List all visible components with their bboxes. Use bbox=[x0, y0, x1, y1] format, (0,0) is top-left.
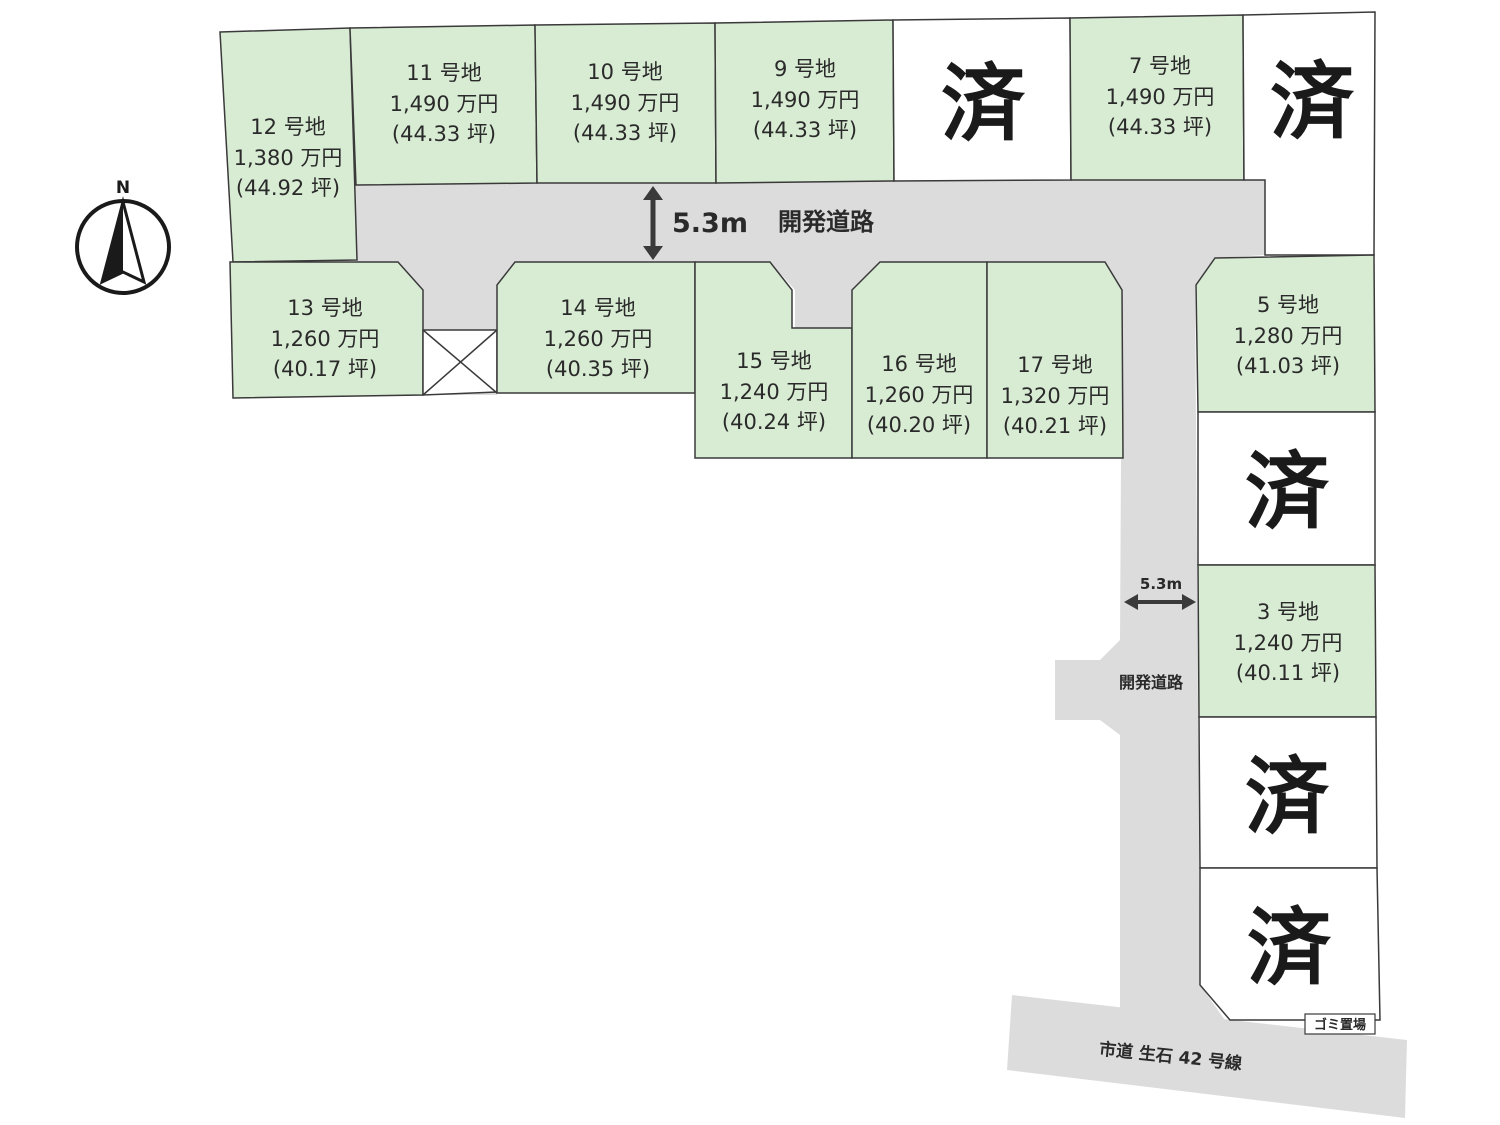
svg-text:1,240 万円: 1,240 万円 bbox=[720, 380, 829, 404]
svg-text:17 号地: 17 号地 bbox=[1017, 353, 1092, 377]
svg-text:10 号地: 10 号地 bbox=[587, 60, 662, 84]
lot-8-sold-mark: 済 bbox=[941, 55, 1026, 153]
svg-text:3 号地: 3 号地 bbox=[1257, 600, 1319, 624]
svg-text:1,260 万円: 1,260 万円 bbox=[865, 383, 974, 407]
right-column-lots bbox=[1195, 254, 1381, 1021]
svg-text:1,490 万円: 1,490 万円 bbox=[390, 92, 499, 116]
lot-12[interactable] bbox=[219, 27, 358, 263]
svg-text:(40.20 坪): (40.20 坪) bbox=[867, 413, 971, 437]
side-road-width-arrow bbox=[1124, 594, 1196, 610]
main-road-width: 5.3m bbox=[672, 208, 748, 239]
main-road-name: 開発道路 bbox=[778, 208, 875, 236]
svg-text:1,490 万円: 1,490 万円 bbox=[571, 91, 680, 115]
lot-15[interactable] bbox=[694, 261, 853, 459]
lot-17-label: 17 号地 1,320 万円 (40.21 坪) bbox=[1001, 353, 1110, 438]
middle-row-lots bbox=[229, 261, 1124, 459]
top-row-lots bbox=[219, 11, 1376, 263]
svg-text:(40.21 坪): (40.21 坪) bbox=[1003, 414, 1107, 438]
lot-15-label: 15 号地 1,240 万円 (40.24 坪) bbox=[720, 349, 829, 434]
lot-2-sold-mark: 済 bbox=[1245, 748, 1330, 846]
svg-text:1,320 万円: 1,320 万円 bbox=[1001, 384, 1110, 408]
lot-1-sold-mark: 済 bbox=[1247, 899, 1332, 997]
north-compass-icon: N bbox=[75, 178, 171, 295]
svg-text:1,490 万円: 1,490 万円 bbox=[751, 88, 860, 112]
svg-text:(40.17 坪): (40.17 坪) bbox=[273, 357, 377, 381]
svg-text:(44.33 坪): (44.33 坪) bbox=[1108, 115, 1212, 139]
lot-16-label: 16 号地 1,260 万円 (40.20 坪) bbox=[865, 352, 974, 437]
garbage-area: ゴミ置場 bbox=[1304, 1013, 1376, 1035]
lot-11-label: 11 号地 1,490 万円 (44.33 坪) bbox=[390, 61, 499, 146]
svg-text:1,490 万円: 1,490 万円 bbox=[1106, 85, 1215, 109]
svg-text:9 号地: 9 号地 bbox=[774, 57, 836, 81]
svg-text:(40.24 坪): (40.24 坪) bbox=[722, 410, 826, 434]
svg-text:15 号地: 15 号地 bbox=[736, 349, 811, 373]
svg-text:14 号地: 14 号地 bbox=[560, 296, 635, 320]
lot-14[interactable] bbox=[496, 261, 696, 394]
lot-9-label: 9 号地 1,490 万円 (44.33 坪) bbox=[751, 57, 860, 142]
lot-13-label: 13 号地 1,260 万円 (40.17 坪) bbox=[271, 296, 380, 381]
svg-text:1,280 万円: 1,280 万円 bbox=[1234, 324, 1343, 348]
svg-text:16 号地: 16 号地 bbox=[881, 352, 956, 376]
lot-7-label: 7 号地 1,490 万円 (44.33 坪) bbox=[1106, 54, 1215, 139]
svg-text:11 号地: 11 号地 bbox=[406, 61, 481, 85]
lot-16[interactable] bbox=[851, 261, 988, 459]
svg-text:(40.35 坪): (40.35 坪) bbox=[546, 357, 650, 381]
svg-text:(44.33 坪): (44.33 坪) bbox=[573, 121, 677, 145]
svg-text:13 号地: 13 号地 bbox=[287, 296, 362, 320]
lot-4-sold-mark: 済 bbox=[1245, 443, 1330, 541]
side-road-width: 5.3m bbox=[1140, 575, 1182, 593]
side-road-name: 開発道路 bbox=[1119, 673, 1184, 692]
lot-6[interactable] bbox=[1242, 11, 1376, 256]
lot-17[interactable] bbox=[986, 261, 1124, 459]
lot-14-label: 14 号地 1,260 万円 (40.35 坪) bbox=[544, 296, 653, 381]
lot-3-label: 3 号地 1,240 万円 (40.11 坪) bbox=[1234, 600, 1343, 685]
garbage-label: ゴミ置場 bbox=[1314, 1017, 1366, 1033]
city-road bbox=[1007, 995, 1407, 1118]
roads bbox=[352, 180, 1407, 1118]
svg-text:1,380 万円: 1,380 万円 bbox=[234, 146, 343, 170]
svg-text:(40.11 坪): (40.11 坪) bbox=[1236, 661, 1340, 685]
svg-text:12 号地: 12 号地 bbox=[250, 115, 325, 139]
main-development-road bbox=[352, 180, 1265, 1020]
svg-text:1,260 万円: 1,260 万円 bbox=[271, 327, 380, 351]
lot-12-label: 12 号地 1,380 万円 (44.92 坪) bbox=[234, 115, 343, 200]
lot-10-label: 10 号地 1,490 万円 (44.33 坪) bbox=[571, 60, 680, 145]
svg-text:1,240 万円: 1,240 万円 bbox=[1234, 631, 1343, 655]
svg-text:(44.33 坪): (44.33 坪) bbox=[753, 118, 857, 142]
svg-text:(41.03 坪): (41.03 坪) bbox=[1236, 354, 1340, 378]
svg-text:(44.33 坪): (44.33 坪) bbox=[392, 122, 496, 146]
lot-5-label: 5 号地 1,280 万円 (41.03 坪) bbox=[1234, 293, 1343, 378]
svg-text:5 号地: 5 号地 bbox=[1257, 293, 1319, 317]
lot-6-sold-mark: 済 bbox=[1270, 53, 1355, 151]
svg-text:(44.92 坪): (44.92 坪) bbox=[236, 176, 340, 200]
svg-text:1,260 万円: 1,260 万円 bbox=[544, 327, 653, 351]
svg-text:7 号地: 7 号地 bbox=[1129, 54, 1191, 78]
main-road-width-arrow bbox=[643, 186, 663, 260]
compass-north-label: N bbox=[116, 178, 130, 198]
